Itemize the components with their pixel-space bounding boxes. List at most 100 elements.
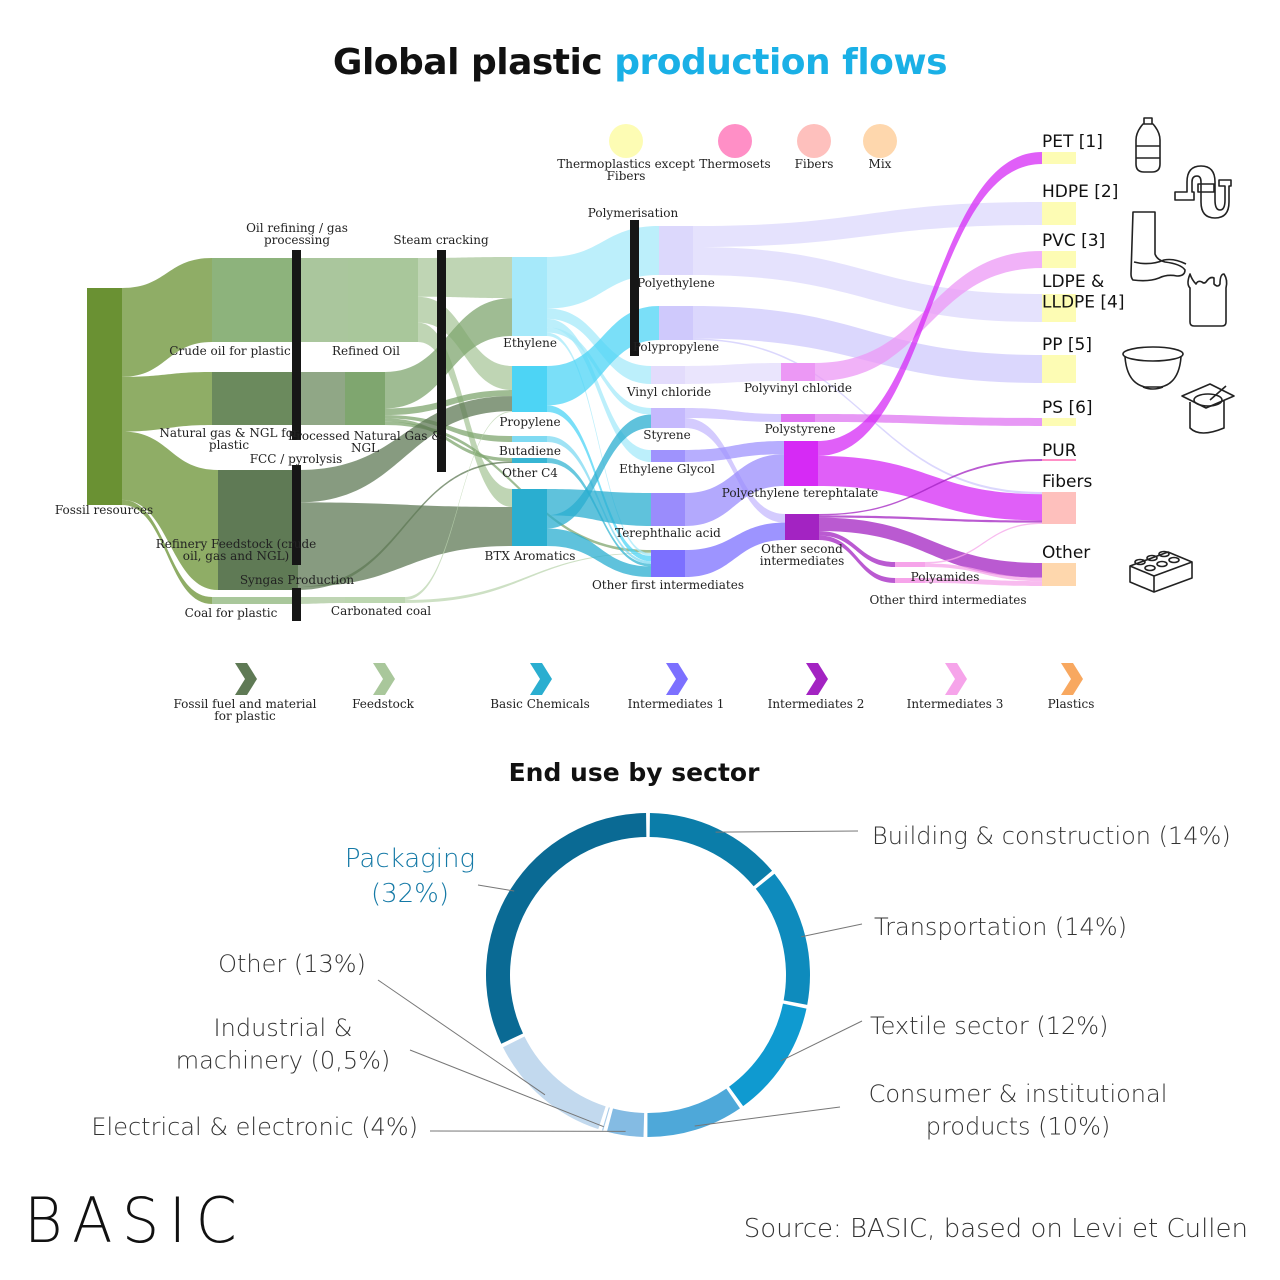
sankey-node-refinery: [218, 470, 298, 590]
stage-bar: [292, 588, 301, 621]
chevron-icon: [530, 663, 552, 695]
leader-line: [715, 830, 859, 833]
sankey-links: [122, 152, 1042, 604]
node-label-btx: BTX Aromatics: [485, 549, 576, 563]
node-label-ethylene: Ethylene: [503, 336, 557, 350]
stage-legend-item: Intermediates 2: [768, 663, 864, 711]
leader-line: [377, 979, 546, 1096]
sankey-node-styrene: [651, 408, 685, 428]
stage-legend-label: Feedstock: [352, 697, 414, 711]
node-label-pe: Polyethylene: [637, 276, 715, 290]
stage-bar: [292, 250, 301, 440]
sankey-link-vinyl-pvc: [685, 363, 781, 384]
sankey-link-fossil-refinery: [122, 431, 218, 590]
sankey-link-refined-ethylene: [418, 257, 512, 299]
legend-item: Thermosets: [699, 124, 771, 171]
sankey-link-pa-o_oth: [925, 563, 1042, 582]
legend-item: Fibers: [795, 124, 833, 171]
node-label-pa: Polyamides: [911, 570, 980, 584]
sankey-node-tpa: [651, 493, 685, 526]
stage-label-polymerisation: Polymerisation: [588, 206, 679, 220]
leader-line: [694, 1106, 841, 1127]
node-label-otherc4: Other C4: [502, 466, 558, 480]
node-label-oti: Other third intermediates: [869, 593, 1026, 607]
brick-stud: [1158, 550, 1170, 558]
page-title: Global plastic production flows: [0, 42, 1280, 83]
sankey-node-ofi: [651, 550, 685, 577]
donut-slice-industrial-machinery: [601, 1107, 610, 1131]
title-part2: production flows: [614, 42, 948, 83]
donut-label: Electrical & electronic (4%): [91, 1113, 418, 1141]
bag-icon: [1187, 273, 1228, 327]
sankey-node-pa: [895, 562, 925, 567]
sankey-node-o_pvc: [1042, 251, 1076, 268]
title-part1: Global plastic: [332, 42, 603, 83]
sankey-link-ethylene-pe: [547, 226, 659, 309]
sankey-link-pp-o_pp: [693, 306, 1042, 383]
node-label-procgas: Processed Natural Gas &NGL: [288, 429, 442, 455]
sankey-node-o_pet: [1042, 152, 1076, 164]
sankey-node-ethylene: [512, 257, 547, 336]
sankey-node-oti: [895, 578, 925, 583]
sankey-link-ps-o_ps: [815, 414, 1042, 426]
sankey-node-eg: [651, 450, 685, 462]
plastic-label-o_pet: PET [1]: [1042, 132, 1103, 152]
stage-legend-label: Basic Chemicals: [490, 697, 590, 711]
stage-bar: [630, 220, 639, 356]
stage-label-steam-cracking: Steam cracking: [393, 233, 489, 247]
sankey-node-carbcoal: [345, 597, 405, 603]
donut-label: Industrial &machinery (0,5%): [176, 1014, 391, 1074]
sankey-node-ps: [781, 414, 815, 422]
donut-slice-transportation: [755, 873, 810, 1005]
sankey-link-procgas-ethylene: [385, 298, 512, 409]
sankey-link-oti-o_oth: [925, 578, 1042, 586]
stage-label-syngas: Syngas Production: [240, 573, 355, 587]
chevron-icon: [945, 663, 967, 695]
sankey-link-ethylene-ofi: [547, 332, 651, 557]
sankey-link-crude-refined: [292, 258, 348, 342]
node-label-propylene: Propylene: [499, 415, 560, 429]
legend-swatch: [797, 124, 831, 158]
legend-swatch: [718, 124, 752, 158]
legend-label: Mix: [869, 157, 892, 171]
node-label-coal: Coal for plastic: [185, 606, 278, 620]
chevron-icon: [666, 663, 688, 695]
sankey-link-btx-tpa: [547, 489, 651, 526]
pipe-icon: [1174, 165, 1232, 219]
sankey-node-o_pur: [1042, 459, 1076, 461]
sankey-link-btx-ofi: [547, 528, 651, 577]
sankey-link-pe-o_ldpe: [693, 247, 1042, 322]
sankey-stage-bars: [292, 220, 639, 621]
sankey-link-procgas-ofi: [385, 421, 651, 553]
sankey-link-osi-o_fib: [819, 515, 1042, 523]
plastic-label-o_pvc: PVC [3]: [1042, 231, 1105, 251]
sankey-node-propylene: [512, 366, 547, 412]
donut-slice-packaging: [485, 813, 647, 1044]
node-label-ofi: Other first intermediates: [592, 578, 744, 592]
brick-stud: [1146, 554, 1158, 562]
donut-slice-other: [502, 1036, 606, 1130]
node-label-vinyl: Vinyl chloride: [626, 385, 711, 399]
stage-legend-label: Plastics: [1048, 697, 1095, 711]
sankey-link-styrene-osi: [685, 418, 785, 523]
plastic-label-o_ldpe: LDPE &LLDPE [4]: [1042, 272, 1125, 312]
stage-legend-item: Basic Chemicals: [490, 663, 590, 711]
sankey-link-osi-o_pur: [819, 459, 1042, 516]
sankey-link-eg-pet: [685, 441, 784, 462]
stage-label-fcc: FCC / pyrolysis: [250, 452, 343, 466]
sankey-link-carbcoal-propylene: [405, 411, 512, 600]
yogurt-cup-icon: [1181, 383, 1235, 434]
sankey-node-o_ps: [1042, 418, 1076, 426]
plastic-label-o_pur: PUR: [1042, 441, 1077, 461]
sankey-node-o_ldpe: [1042, 294, 1076, 322]
node-label-refined: Refined Oil: [332, 344, 400, 358]
node-label-pet: Polyethylene terephtalate: [722, 486, 879, 500]
sankey-link-fossil-natgas: [122, 372, 212, 432]
node-label-pp: Polypropylene: [633, 340, 719, 354]
donut-slice-building-construction: [649, 813, 773, 887]
